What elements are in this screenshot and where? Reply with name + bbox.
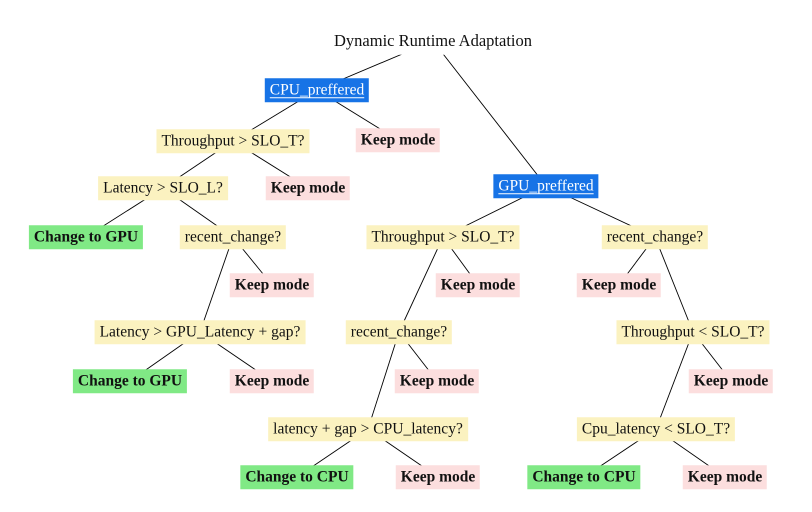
node-latency-gt-gpu-latency-gap: Latency > GPU_Latency + gap? bbox=[94, 320, 306, 344]
node-keep-mode-10: Keep mode bbox=[682, 465, 768, 489]
node-throughput-gt-slo-t-2: Throughput > SLO_T? bbox=[366, 225, 520, 249]
node-recent-change-1: recent_change? bbox=[179, 225, 287, 249]
node-gpu-preffered: GPU_preffered bbox=[493, 174, 599, 198]
tree-edge bbox=[655, 331, 694, 430]
node-throughput-lt-slo-t: Throughput < SLO_T? bbox=[616, 320, 770, 344]
node-keep-mode-4: Keep mode bbox=[435, 273, 521, 297]
node-cpu-latency-lt-slo-t: Cpu_latency < SLO_T? bbox=[576, 417, 736, 441]
node-change-to-gpu-2: Change to GPU bbox=[72, 369, 188, 393]
tree-edge bbox=[654, 236, 694, 333]
node-keep-mode-6: Keep mode bbox=[229, 369, 315, 393]
node-keep-mode-8: Keep mode bbox=[688, 369, 774, 393]
node-latency-gap-gt-cpu-latency: latency + gap > CPU_latency? bbox=[268, 417, 468, 441]
tree-edge bbox=[432, 40, 547, 187]
node-latency-gt-slo-l: Latency > SLO_L? bbox=[98, 176, 228, 200]
node-keep-mode-1: Keep mode bbox=[355, 128, 441, 152]
node-recent-change-3: recent_change? bbox=[601, 225, 709, 249]
tree-edge bbox=[398, 236, 444, 333]
node-change-to-gpu-1: Change to GPU bbox=[28, 225, 144, 249]
node-change-to-cpu-2: Change to CPU bbox=[527, 465, 641, 489]
tree-edge bbox=[199, 236, 234, 333]
node-throughput-gt-slo-t-1: Throughput > SLO_T? bbox=[156, 129, 310, 153]
node-keep-mode-5: Keep mode bbox=[576, 273, 662, 297]
node-keep-mode-7: Keep mode bbox=[394, 369, 480, 393]
node-cpu-preffered: CPU_preffered bbox=[264, 78, 370, 102]
tree-edge bbox=[367, 331, 400, 430]
node-keep-mode-3: Keep mode bbox=[229, 273, 315, 297]
node-change-to-cpu-1: Change to CPU bbox=[240, 465, 354, 489]
node-keep-mode-2: Keep mode bbox=[265, 176, 351, 200]
node-recent-change-2: recent_change? bbox=[345, 320, 453, 344]
node-keep-mode-9: Keep mode bbox=[395, 465, 481, 489]
diagram-title: Dynamic Runtime Adaptation bbox=[325, 27, 541, 55]
